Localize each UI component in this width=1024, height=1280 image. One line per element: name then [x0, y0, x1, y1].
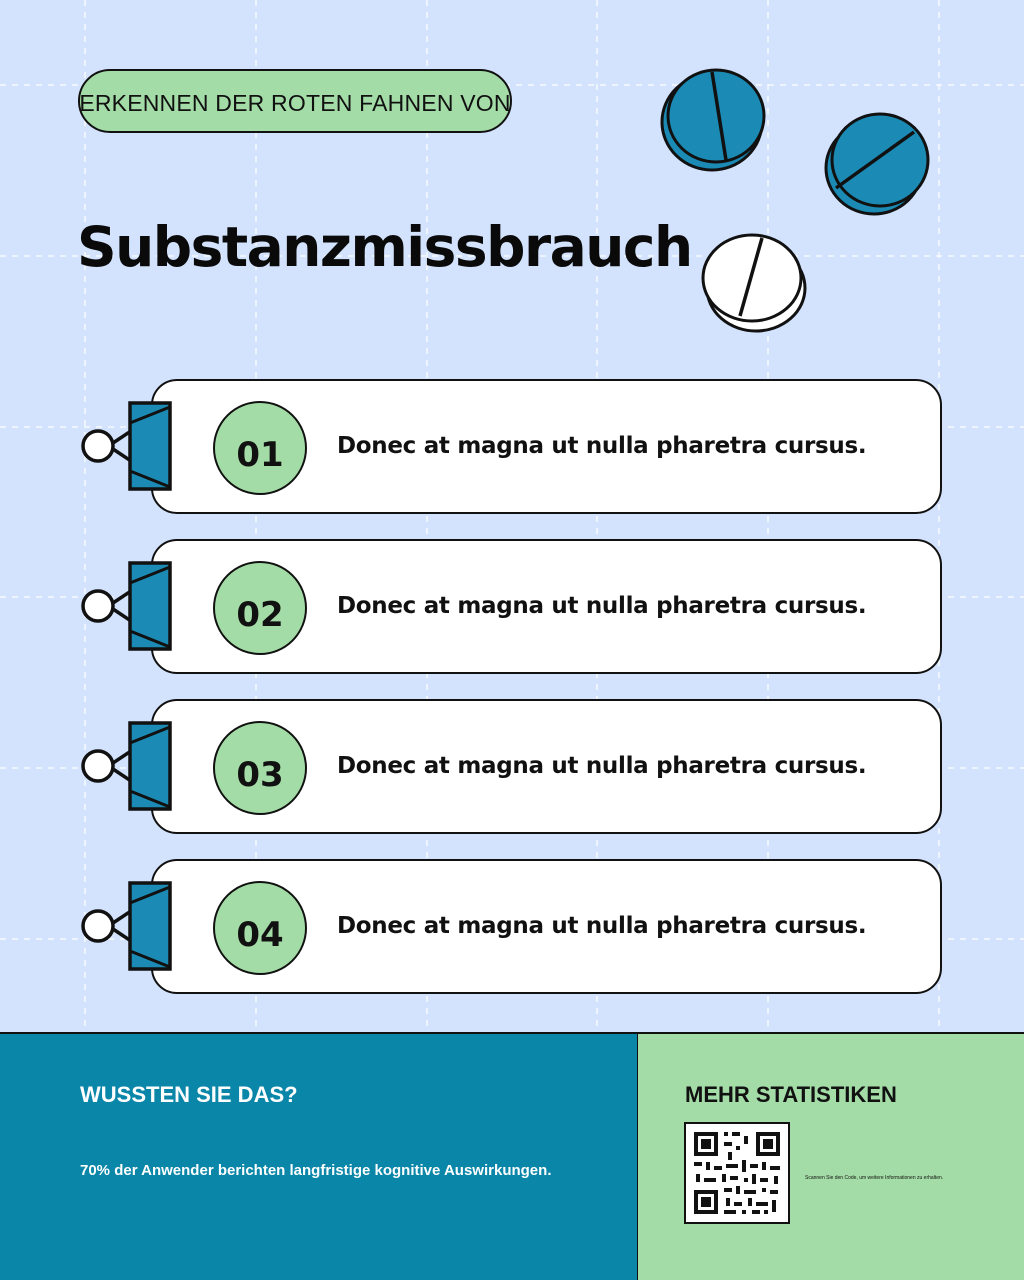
header-kicker: ERKENNEN DER ROTEN FAHNEN VON — [79, 90, 511, 116]
pill-icon — [660, 68, 766, 172]
item-number: 03 — [236, 755, 284, 795]
pill-icon — [824, 112, 930, 216]
did-you-know-panel: WUSSTEN SIE DAS? 70% der Anwender berich… — [0, 1032, 639, 1280]
list-item: 03 Donec at magna ut nulla pharetra curs… — [151, 699, 942, 834]
pill-icon — [701, 233, 807, 333]
number-badge: 03 — [213, 721, 307, 815]
list-item: 01 Donec at magna ut nulla pharetra curs… — [151, 379, 942, 514]
number-badge: 04 — [213, 881, 307, 975]
more-stats-panel: MEHR STATISTIKEN Scannen Sie den — [638, 1032, 1024, 1280]
header-kicker-pill — [78, 69, 512, 133]
item-number: 01 — [236, 435, 284, 475]
qr-hint: Scannen Sie den Code, um weitere Informa… — [805, 1175, 944, 1181]
binder-clip-icon — [81, 881, 172, 971]
item-text: Donec at magna ut nulla pharetra cursus. — [337, 753, 867, 779]
qr-code-icon[interactable] — [684, 1122, 790, 1224]
item-number: 02 — [236, 595, 284, 635]
binder-clip-icon — [81, 561, 172, 651]
binder-clip-icon — [81, 721, 172, 811]
item-text: Donec at magna ut nulla pharetra cursus. — [337, 913, 867, 939]
binder-clip-icon — [81, 401, 172, 491]
item-text: Donec at magna ut nulla pharetra cursus. — [337, 593, 867, 619]
list-item: 04 Donec at magna ut nulla pharetra curs… — [151, 859, 942, 994]
page-title: Substanzmissbrauch — [77, 215, 693, 279]
item-number: 04 — [236, 915, 284, 955]
number-badge: 02 — [213, 561, 307, 655]
number-badge: 01 — [213, 401, 307, 495]
more-stats-title: MEHR STATISTIKEN — [685, 1082, 897, 1107]
did-you-know-title: WUSSTEN SIE DAS? — [80, 1082, 298, 1107]
item-text: Donec at magna ut nulla pharetra cursus. — [337, 433, 867, 459]
list-item: 02 Donec at magna ut nulla pharetra curs… — [151, 539, 942, 674]
did-you-know-text: 70% der Anwender berichten langfristige … — [80, 1162, 552, 1179]
